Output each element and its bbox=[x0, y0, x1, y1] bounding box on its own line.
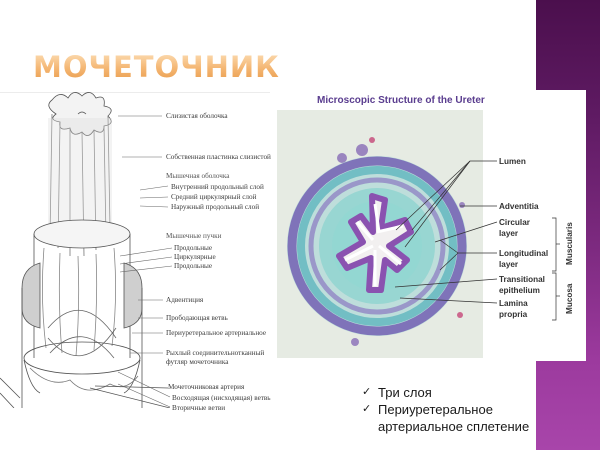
label-ascending-branch: Восходящая (нисходящая) ветвь bbox=[172, 394, 271, 402]
label-loose-connective-1: Рыхлый соединительнотканный bbox=[166, 349, 265, 357]
label-muscularis: Muscularis bbox=[565, 222, 574, 265]
bullet-text: артериальное сплетение bbox=[378, 419, 530, 434]
label-bundles-longitudinal-1: Продольные bbox=[174, 244, 213, 252]
label-circular-1: Circular bbox=[499, 218, 530, 227]
label-adventitia: Адвентиция bbox=[166, 296, 204, 304]
label-inner-longitudinal: Внутренний продольный слой bbox=[171, 183, 264, 191]
label-mucosa-en: Mucosa bbox=[565, 283, 574, 314]
label-longitudinal-1: Longitudinal bbox=[499, 249, 549, 258]
label-lamina-propria: Собственная пластинка слизистой bbox=[166, 153, 271, 161]
illustration-labels: Слизистая оболочка Собственная пластинка… bbox=[0, 0, 280, 450]
bullet-item: ✓ Три слоя bbox=[362, 384, 529, 401]
label-loose-connective-2: футляр мочеточника bbox=[166, 358, 229, 366]
label-longitudinal-2: layer bbox=[499, 260, 519, 269]
bullet-item-continuation: артериальное сплетение bbox=[362, 418, 529, 435]
label-muscular-coat: Мышечная оболочка bbox=[166, 172, 230, 180]
ureter-anatomy-illustration bbox=[0, 92, 170, 408]
label-secondary-branches: Вторичные ветви bbox=[172, 404, 226, 412]
checkmark-icon: ✓ bbox=[362, 403, 372, 415]
label-lamina-2: propria bbox=[499, 310, 528, 319]
label-mucosa: Слизистая оболочка bbox=[166, 112, 228, 120]
label-transitional-2: epithelium bbox=[499, 286, 540, 295]
slide-title: МОЧЕТОЧНИК bbox=[33, 50, 280, 84]
label-lamina-1: Lamina bbox=[499, 299, 528, 308]
bullet-list: ✓ Три слоя ✓ Периуретеральное артериальн… bbox=[362, 384, 529, 435]
checkmark-icon: ✓ bbox=[362, 386, 372, 398]
figure-title: Microscopic Structure of the Ureter bbox=[317, 95, 485, 106]
illustration-leader-lines bbox=[117, 115, 173, 408]
label-outer-longitudinal: Наружный продольный слой bbox=[171, 203, 260, 211]
label-ureteric-artery: Мочеточниковая артерия bbox=[168, 383, 245, 391]
label-bundles-longitudinal-2: Продольные bbox=[174, 262, 213, 270]
label-muscle-bundles: Мышечные пучки bbox=[166, 232, 222, 240]
label-adventitia-en: Adventitia bbox=[499, 202, 539, 211]
label-circular-2: layer bbox=[499, 229, 519, 238]
bullet-text: Периуретеральное bbox=[378, 402, 493, 417]
ureter-micrograph bbox=[277, 110, 483, 358]
label-bundles-circular: Циркулярные bbox=[174, 253, 216, 261]
label-periureteral-arterial: Периуретеральное артериальное bbox=[166, 329, 267, 337]
bullet-text: Три слоя bbox=[378, 385, 432, 400]
bullet-item: ✓ Периуретеральное bbox=[362, 401, 529, 418]
label-transitional-1: Transitional bbox=[499, 275, 545, 284]
label-perforating-branch: Прободающая ветвь bbox=[166, 314, 228, 322]
label-lumen: Lumen bbox=[499, 157, 526, 166]
title-divider bbox=[0, 92, 270, 93]
label-middle-circular: Средний циркулярный слой bbox=[171, 193, 257, 201]
